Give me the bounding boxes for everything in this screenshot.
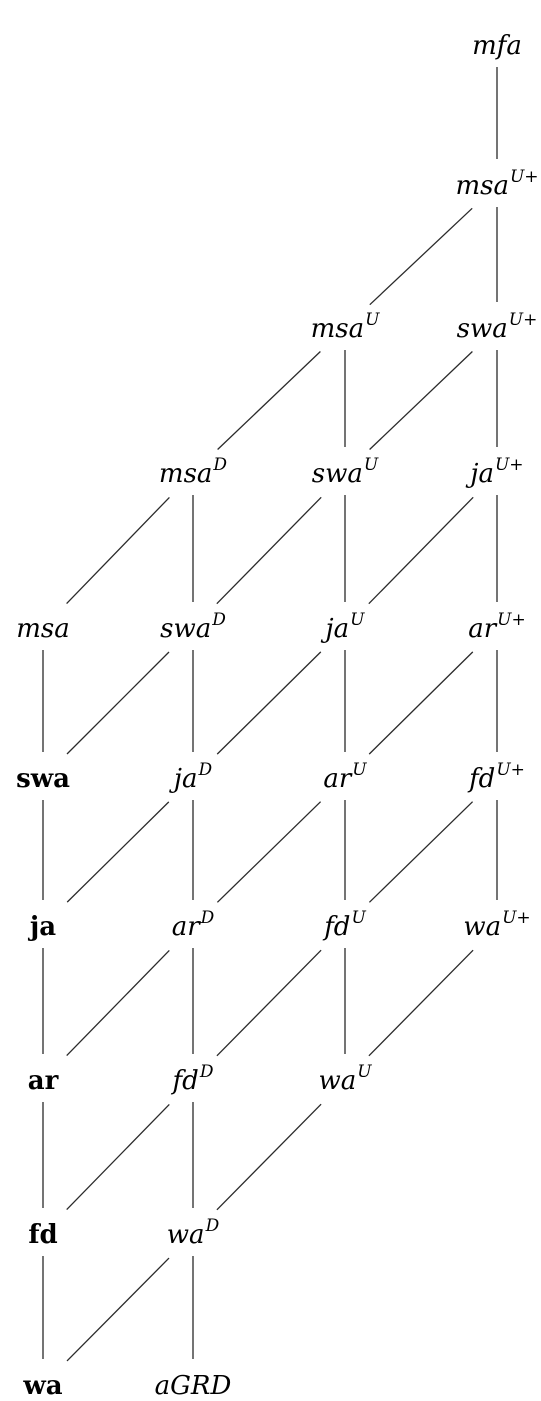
edge-ar_D-ar bbox=[66, 949, 170, 1057]
node-ar_Up: arU+ bbox=[468, 610, 526, 644]
node-ja_U: jaU bbox=[321, 610, 366, 644]
edge-msa_U-msa_D bbox=[217, 351, 321, 450]
node-swa: swa bbox=[16, 764, 70, 794]
edge-msa_Up-msa_U bbox=[369, 207, 473, 306]
node-superscript: U bbox=[365, 310, 380, 330]
edge-wa_U-wa_D bbox=[216, 1103, 322, 1211]
node-label: ja bbox=[465, 459, 494, 489]
node-label: swa bbox=[312, 459, 363, 489]
node-label: fd bbox=[171, 1066, 199, 1096]
node-superscript: U+ bbox=[495, 455, 524, 475]
node-ar_D: arD bbox=[172, 908, 215, 942]
node-label: fd bbox=[322, 912, 350, 942]
node-label: ar bbox=[172, 912, 202, 942]
node-fd_U: fdU bbox=[322, 908, 366, 942]
node-superscript: D bbox=[197, 760, 212, 780]
node-fd: fd bbox=[28, 1220, 57, 1250]
node-wa_Up: waU+ bbox=[463, 908, 530, 942]
node-label: msa bbox=[311, 314, 365, 344]
node-superscript: D bbox=[200, 908, 215, 928]
node-superscript: U+ bbox=[496, 760, 525, 780]
node-swa_D: swaD bbox=[160, 610, 226, 644]
node-ja_Up: jaU+ bbox=[465, 455, 523, 489]
node-msa: msa bbox=[16, 614, 70, 644]
edge-msa_D-msa bbox=[66, 496, 170, 605]
node-superscript: D bbox=[199, 1062, 214, 1082]
node-label: ar bbox=[28, 1066, 59, 1096]
node-superscript: U bbox=[352, 760, 367, 780]
node-superscript: D bbox=[211, 610, 226, 630]
node-label: ar bbox=[323, 764, 353, 794]
node-swa_U: swaU bbox=[312, 455, 379, 489]
edge-swa_D-swa bbox=[66, 651, 170, 755]
node-superscript: U bbox=[351, 908, 366, 928]
node-wa_D: waD bbox=[167, 1216, 220, 1250]
edge-wa_D-wa bbox=[66, 1257, 170, 1362]
diagram-edges bbox=[42, 67, 498, 1362]
edge-ja_D-ja bbox=[66, 801, 170, 903]
node-label: swa bbox=[16, 764, 70, 794]
node-superscript: U+ bbox=[509, 310, 538, 330]
edge-swa_U-swa_D bbox=[216, 496, 322, 605]
node-aGRD: aGRD bbox=[155, 1371, 232, 1401]
node-superscript: U bbox=[350, 610, 365, 630]
node-label: aGRD bbox=[155, 1371, 232, 1401]
node-wa: wa bbox=[22, 1371, 62, 1401]
node-superscript: D bbox=[205, 1216, 220, 1236]
edge-fd_D-fd bbox=[66, 1103, 170, 1211]
node-label: msa bbox=[159, 459, 213, 489]
edge-swa_Up-swa_U bbox=[369, 351, 473, 450]
edge-ja_U-ja_D bbox=[216, 651, 322, 755]
node-msa_D: msaD bbox=[159, 455, 228, 489]
node-label: wa bbox=[318, 1066, 356, 1096]
node-label: swa bbox=[457, 314, 508, 344]
node-label: mfa bbox=[472, 31, 522, 61]
edge-fd_U-fd_D bbox=[216, 949, 322, 1057]
node-ar: ar bbox=[28, 1066, 59, 1096]
node-ar_U: arU bbox=[323, 760, 367, 794]
node-superscript: U bbox=[357, 1062, 372, 1082]
node-label: ja bbox=[169, 764, 198, 794]
node-label: wa bbox=[463, 912, 501, 942]
node-label: ja bbox=[321, 614, 350, 644]
node-label: msa bbox=[16, 614, 70, 644]
node-ja: ja bbox=[28, 912, 56, 942]
node-fd_Up: fdU+ bbox=[467, 760, 525, 794]
node-label: fd bbox=[467, 764, 495, 794]
edge-ar_U-ar_D bbox=[216, 801, 322, 903]
edge-ja_Up-ja_U bbox=[368, 496, 474, 605]
node-swa_Up: swaU+ bbox=[457, 310, 538, 344]
node-msa_Up: msaU+ bbox=[455, 167, 538, 201]
edge-fd_Up-fd_U bbox=[368, 801, 474, 903]
node-wa_U: waU bbox=[318, 1062, 372, 1096]
node-label: fd bbox=[28, 1220, 57, 1250]
node-superscript: U bbox=[364, 455, 379, 475]
node-superscript: U+ bbox=[510, 167, 539, 187]
node-label: msa bbox=[455, 171, 509, 201]
node-fd_D: fdD bbox=[171, 1062, 214, 1096]
node-ja_D: jaD bbox=[169, 760, 213, 794]
node-label: wa bbox=[22, 1371, 62, 1401]
node-label: ar bbox=[468, 614, 498, 644]
node-label: ja bbox=[28, 912, 56, 942]
node-superscript: U+ bbox=[497, 610, 526, 630]
edge-wa_Up-wa_U bbox=[368, 949, 474, 1057]
node-superscript: D bbox=[212, 455, 227, 475]
node-label: swa bbox=[160, 614, 211, 644]
node-mfa: mfa bbox=[472, 31, 522, 61]
node-superscript: U+ bbox=[502, 908, 531, 928]
node-label: wa bbox=[167, 1220, 205, 1250]
edge-ar_Up-ar_U bbox=[368, 651, 474, 755]
node-msa_U: msaU bbox=[311, 310, 381, 344]
